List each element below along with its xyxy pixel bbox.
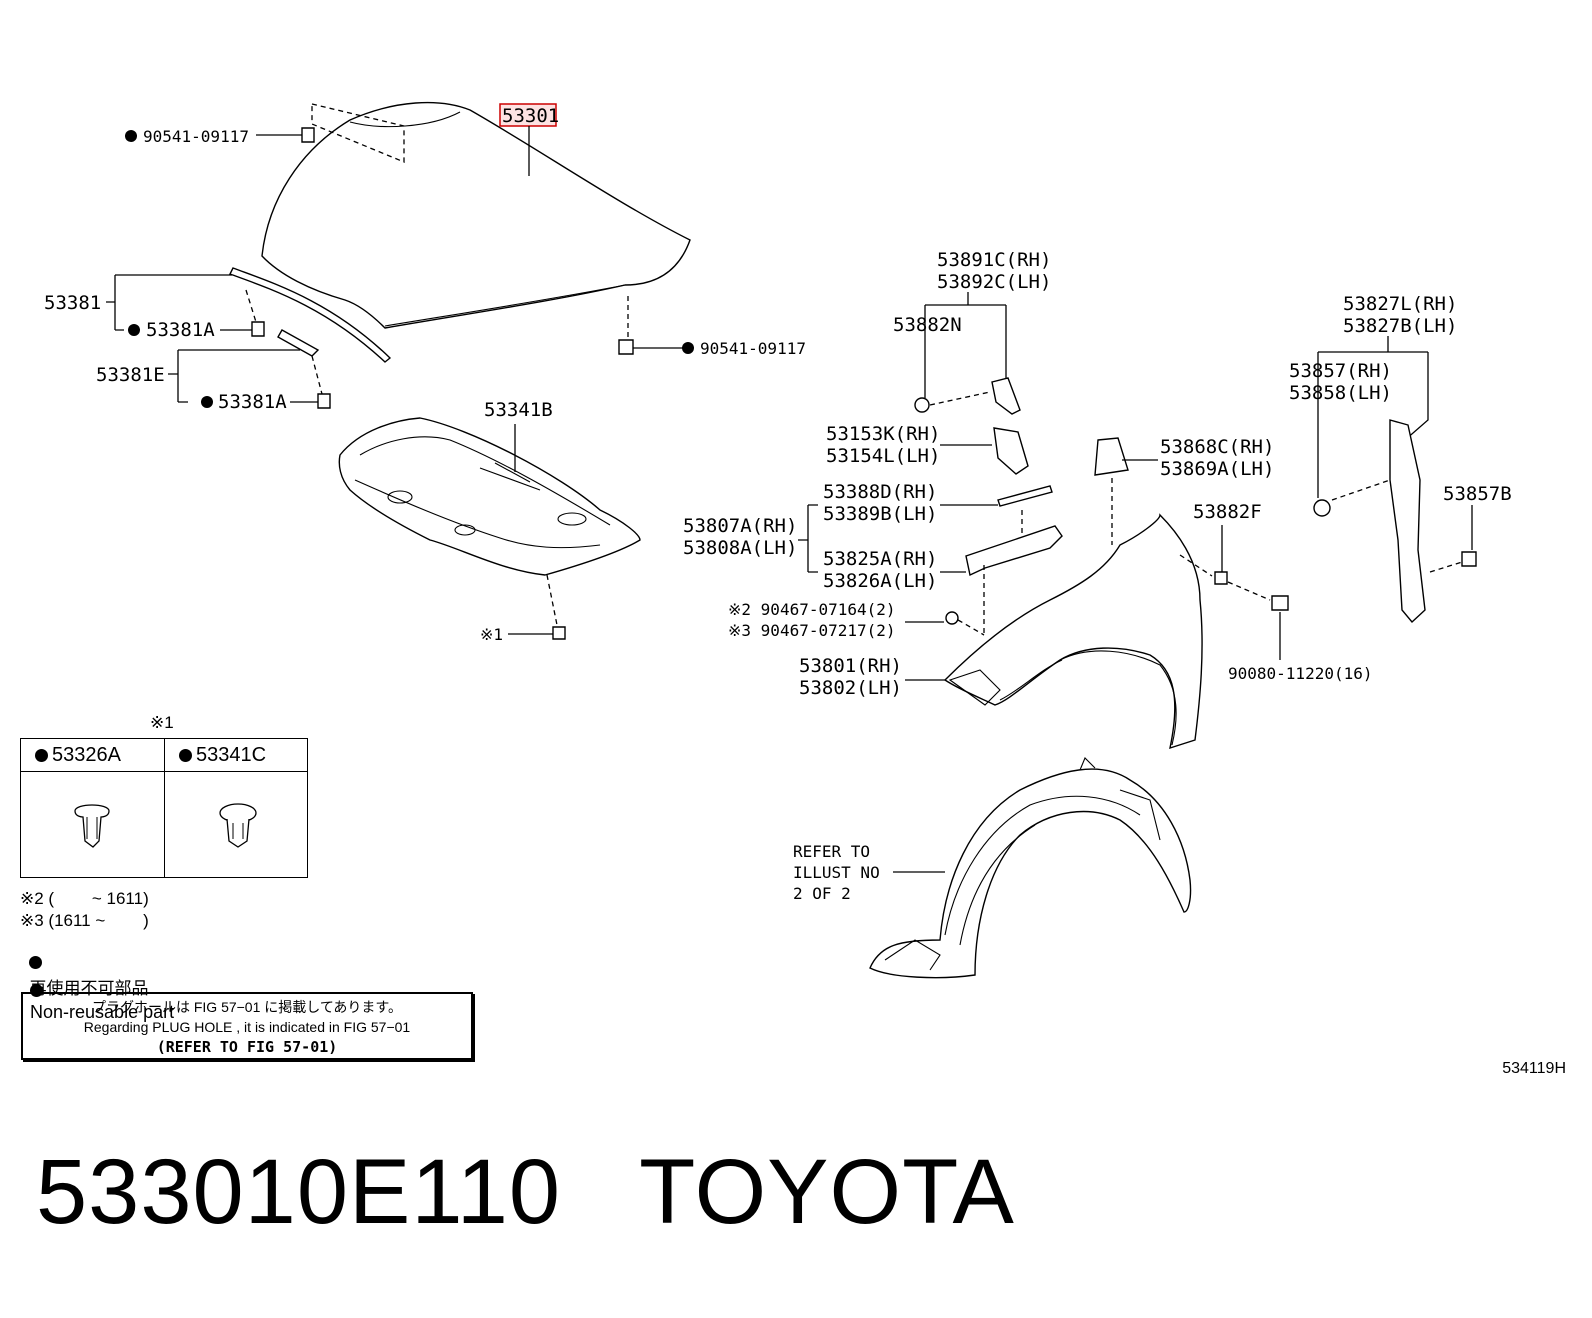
non-reusable-dot <box>35 748 48 762</box>
clip-53857 <box>1313 499 1331 517</box>
label-53882n: 53882N <box>893 314 962 336</box>
label-refer-to-3: 2 OF 2 <box>793 884 851 903</box>
label-53808a: 53808A(LH) <box>683 537 797 559</box>
label-53807a: 53807A(RH) <box>683 515 797 537</box>
label-53891c: 53891C(RH) <box>937 249 1051 271</box>
label-53801: 53801(RH) <box>799 655 902 677</box>
label-53381a-2: 53381A <box>218 391 287 413</box>
plug-hole-refer-box: プラグホールは FIG 57−01 に掲載してあります。 Regarding P… <box>21 992 473 1060</box>
label-53869a: 53869A(LH) <box>1160 458 1274 480</box>
seal-53153k <box>993 427 1029 475</box>
seal-53388d <box>997 485 1053 507</box>
footer-brand: TOYOTA <box>639 1141 1015 1243</box>
label-90541-09117-top: 90541-09117 <box>143 127 249 146</box>
non-reusable-dot <box>29 956 43 969</box>
label-bolt-note2: ※2 90467-07164(2) <box>728 600 896 619</box>
label-53857: 53857(RH) <box>1289 360 1392 382</box>
front-fender <box>943 513 1203 750</box>
label-53802: 53802(LH) <box>799 677 902 699</box>
clip-53882n <box>914 397 930 413</box>
clip-53341c-icon <box>219 803 257 848</box>
bracket-53891c <box>991 377 1021 415</box>
legend-label-53326a: 53326A <box>52 743 121 766</box>
label-53827l: 53827L(RH) <box>1343 293 1457 315</box>
note-en-row: Non-reusable part <box>20 960 174 1023</box>
label-53301: 53301 <box>502 105 559 127</box>
non-reusable-dot <box>125 130 137 142</box>
label-90080: 90080-11220(16) <box>1228 664 1373 683</box>
label-53858: 53858(LH) <box>1289 382 1392 404</box>
label-53827b: 53827B(LH) <box>1343 315 1457 337</box>
note-3: ※3 (1611 ~ ) <box>20 911 149 930</box>
clip-53857b <box>1461 551 1477 567</box>
non-reusable-dot <box>179 748 192 762</box>
label-53381e: 53381E <box>96 364 165 386</box>
refer-jp: プラグホールは FIG 57−01 に掲載してあります。 <box>91 999 403 1015</box>
label-bolt-note3: ※3 90467-07217(2) <box>728 621 896 640</box>
highlight-box <box>499 103 557 127</box>
label-53381a-1: 53381A <box>146 319 215 341</box>
label-53388d: 53388D(RH) <box>823 481 937 503</box>
seal-53868c <box>1094 437 1129 476</box>
footer-part-number: 533010E110 <box>36 1141 562 1243</box>
label-note1-clip: ※1 <box>480 625 503 644</box>
label-53825a: 53825A(RH) <box>823 548 937 570</box>
label-refer-to-1: REFER TO <box>793 842 870 861</box>
legend-title: ※1 <box>150 713 174 732</box>
non-reusable-dot <box>128 324 140 336</box>
legend-head-53341c: 53341C <box>165 739 307 772</box>
label-53892c: 53892C(LH) <box>937 271 1051 293</box>
seal-53825a <box>965 525 1063 577</box>
legend-label-53341c: 53341C <box>196 743 267 766</box>
label-refer-to-2: ILLUST NO <box>793 863 880 882</box>
non-reusable-dot <box>201 396 213 408</box>
footer-title: 533010E110 TOYOTA <box>36 1140 1015 1245</box>
label-53826a: 53826A(LH) <box>823 570 937 592</box>
label-53154l: 53154L(LH) <box>826 445 940 467</box>
bolt-90467 <box>945 611 959 625</box>
label-53381: 53381 <box>44 292 101 314</box>
refer-en: Regarding PLUG HOLE , it is indicated in… <box>83 1019 411 1035</box>
label-53857b: 53857B <box>1443 483 1512 505</box>
legend-head-53326a: 53326A <box>21 739 164 772</box>
legend-cell-53341c: 53341C <box>165 739 307 877</box>
hood-panel <box>261 101 691 329</box>
label-53153k: 53153K(RH) <box>826 423 940 445</box>
bolt-90080 <box>1271 595 1289 611</box>
fender-liner <box>869 757 1192 979</box>
refer-fig: (REFER TO FIG 57-01) <box>156 1038 338 1056</box>
clip-legend-table: 53326A 53341C <box>20 738 308 878</box>
clip-53326a-icon <box>74 804 110 848</box>
legend-cell-53326a: 53326A <box>21 739 165 877</box>
non-reusable-dot <box>682 342 694 354</box>
note-2: ※2 ( ~ 1611) <box>20 889 149 908</box>
label-53341b: 53341B <box>484 399 553 421</box>
label-53868c: 53868C(RH) <box>1160 436 1274 458</box>
label-53882f: 53882F <box>1193 501 1262 523</box>
clip-53882f <box>1214 571 1228 585</box>
label-53389b: 53389B(LH) <box>823 503 937 525</box>
figure-code: 534119H <box>1502 1060 1566 1077</box>
hood-insulator <box>338 417 641 576</box>
label-90541-09117-right: 90541-09117 <box>700 339 806 358</box>
seal-53827 <box>1389 419 1426 624</box>
note-en: Non-reusable part <box>30 1002 175 1022</box>
footer-spacer <box>561 1141 639 1243</box>
